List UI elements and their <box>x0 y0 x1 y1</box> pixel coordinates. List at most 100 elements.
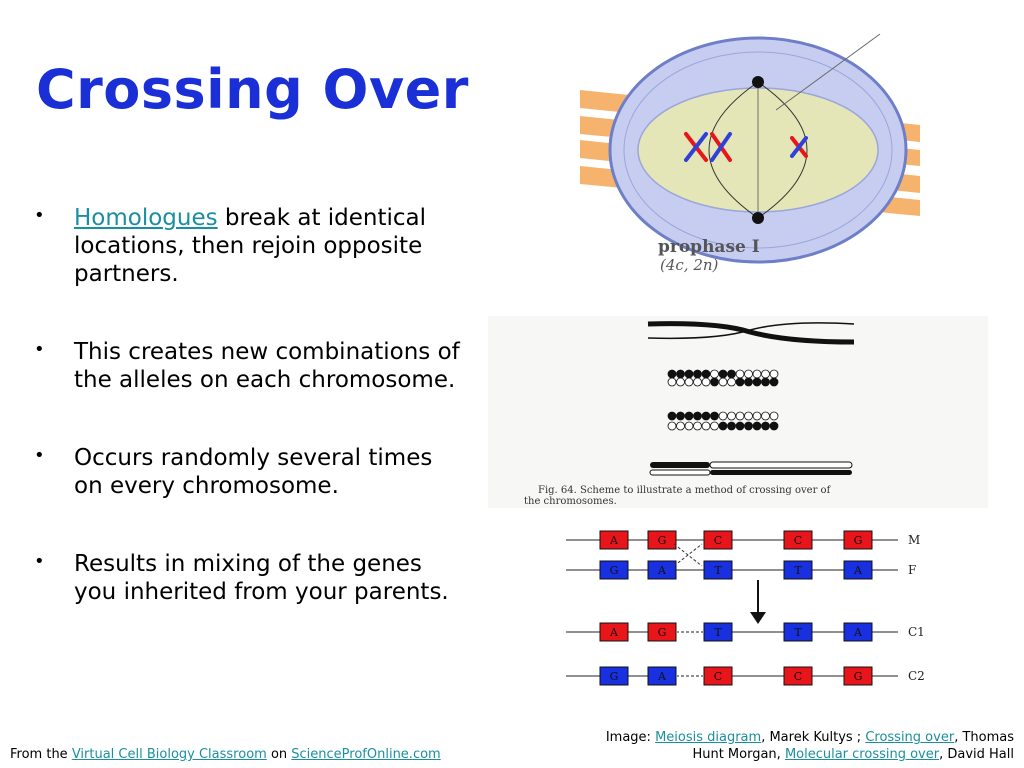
bullet-item: •Results in mixing of the genes you inhe… <box>28 550 468 606</box>
homologues-link[interactable]: Homologues <box>74 205 218 231</box>
gene-box <box>843 530 873 550</box>
molecular-crossing-over-link[interactable]: Molecular crossing over <box>784 747 940 762</box>
gene-bead <box>701 369 711 379</box>
gene-bead <box>676 421 685 431</box>
gene-bead <box>676 369 685 379</box>
gene-box <box>647 530 677 550</box>
gene-letter: A <box>609 534 619 547</box>
gene-bead <box>710 369 719 379</box>
gene-letter: T <box>714 564 722 577</box>
gene-bead <box>769 411 779 421</box>
gene-letter: G <box>854 670 863 683</box>
image-credits: Image: Meiosis diagram, Marek Kultys ; C… <box>574 729 1014 763</box>
slide-title: Crossing Over <box>36 58 469 121</box>
gene-bead <box>752 421 762 431</box>
pointer-line <box>775 33 881 111</box>
bullet-text: This creates new combinations of the all… <box>74 339 460 393</box>
cell-inner-ring <box>623 51 893 249</box>
bullet-text: Occurs randomly several times on every c… <box>74 445 433 499</box>
prophase-cell-image: prophase I (4c, 2n) <box>580 33 920 274</box>
crossing-scheme-image: Fig. 64. Scheme to illustrate a method o… <box>488 316 988 508</box>
gene-bead <box>735 369 745 379</box>
gene-bead <box>667 369 677 379</box>
bullet-item: • Homologues break at identical locations… <box>28 204 468 288</box>
gene-bead <box>718 369 728 379</box>
gene-box <box>599 666 629 686</box>
gene-bead <box>761 411 770 421</box>
gene-letter: G <box>658 626 667 639</box>
rod-dark <box>650 462 710 468</box>
spindle-fiber <box>708 81 759 219</box>
scheme-caption: Fig. 64. Scheme to illustrate a method o… <box>538 485 832 496</box>
gene-letter: G <box>610 564 619 577</box>
meiosis-diagram-link[interactable]: Meiosis diagram <box>655 730 762 745</box>
gene-box <box>783 560 813 580</box>
gene-letter: A <box>609 626 619 639</box>
gene-bead <box>752 411 762 421</box>
bead-rows <box>667 369 779 431</box>
bullet-dot: • <box>34 551 45 572</box>
bullet-item: •Occurs randomly several times on every … <box>28 444 468 500</box>
row-label: M <box>908 533 920 547</box>
gene-bead <box>693 421 702 431</box>
bullet-dot: • <box>34 205 45 226</box>
centrosome <box>752 212 764 224</box>
gene-letter: C <box>794 670 802 683</box>
gene-bead <box>684 411 694 421</box>
rod-dark <box>710 470 852 475</box>
gene-bead <box>701 421 711 431</box>
gene-box <box>599 622 629 642</box>
gene-box <box>783 622 813 642</box>
gene-box <box>599 560 629 580</box>
gene-bead <box>727 411 736 421</box>
gene-letter: T <box>794 564 802 577</box>
gene-bead <box>684 369 694 379</box>
gene-bead <box>684 421 694 431</box>
gene-letter: T <box>714 626 722 639</box>
scienceprofonline-link[interactable]: ScienceProfOnline.com <box>291 747 441 762</box>
gene-box <box>843 560 873 580</box>
prophase-label: prophase I <box>658 237 760 257</box>
gene-box <box>703 560 733 580</box>
scheme-caption: the chromosomes. <box>524 496 617 507</box>
gene-bead <box>676 377 685 387</box>
bullet-text: break at identical locations, then rejoi… <box>74 205 427 287</box>
gene-box <box>843 622 873 642</box>
gene-bead <box>718 377 728 387</box>
rod-light <box>649 469 711 476</box>
bullet-list: • Homologues break at identical locations… <box>28 204 468 606</box>
credit-text: , Thomas Hunt Morgan, <box>692 730 1014 762</box>
credit-prefix: From the <box>10 747 72 762</box>
gene-box <box>647 560 677 580</box>
gene-bead <box>769 377 779 387</box>
gene-bead <box>667 377 677 387</box>
gene-bead <box>744 411 753 421</box>
crossing-over-link[interactable]: Crossing over <box>865 730 955 745</box>
chromosome-pair <box>684 132 808 162</box>
credit-text: , David Hall <box>939 747 1014 762</box>
rod-light <box>709 461 853 469</box>
virtual-cell-biology-link[interactable]: Virtual Cell Biology Classroom <box>71 747 267 762</box>
gene-letter: A <box>853 564 863 577</box>
gene-bead <box>693 377 702 387</box>
bullet-dot: • <box>34 339 45 360</box>
crossover-line <box>673 543 703 567</box>
spindle-fiber <box>757 81 808 219</box>
gene-bead <box>701 377 711 387</box>
credit-prefix: Image: <box>605 730 656 745</box>
gene-bead <box>761 369 770 379</box>
gene-bead <box>761 421 770 431</box>
gene-box <box>843 666 873 686</box>
gene-bead <box>676 411 685 421</box>
gene-bead <box>667 421 677 431</box>
gene-bead <box>718 421 728 431</box>
credit-text: , Marek Kultys ; <box>761 730 866 745</box>
gene-bead <box>769 369 779 379</box>
source-credits: From the Virtual Cell Biology Classroom … <box>10 746 441 763</box>
scheme-background <box>488 316 988 508</box>
chromatid-crossing <box>647 321 855 345</box>
gene-bead <box>693 369 702 379</box>
bullet-item: • This creates new combinations of the al… <box>28 338 468 394</box>
